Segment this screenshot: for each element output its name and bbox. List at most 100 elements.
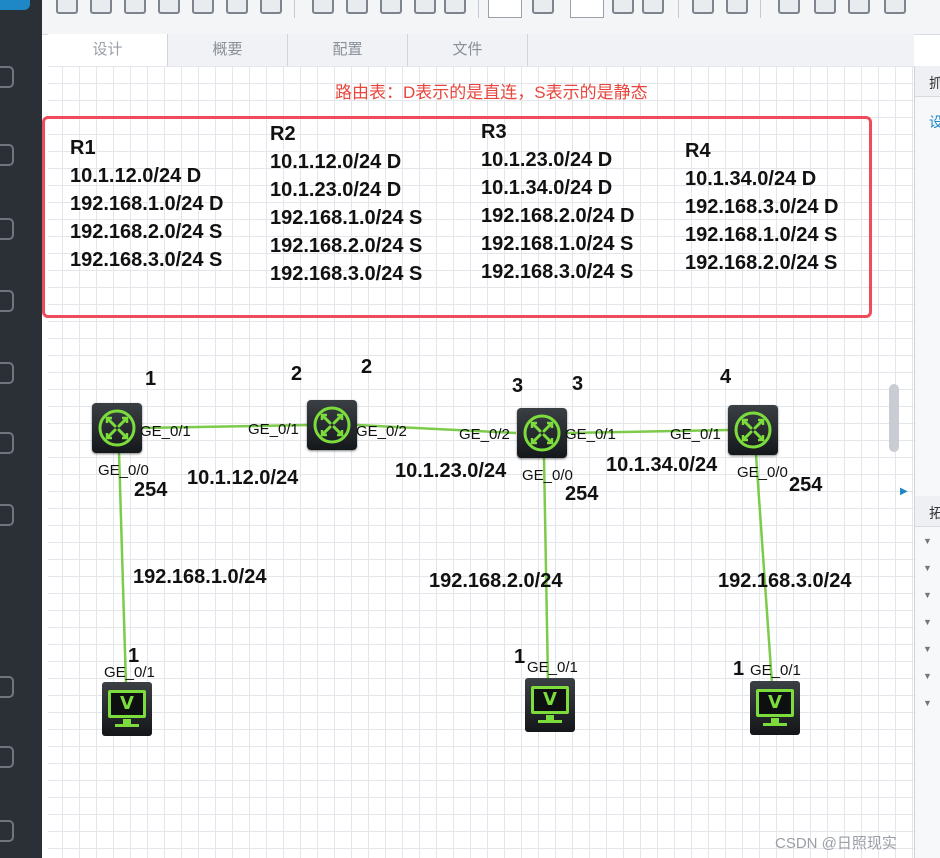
open-icon[interactable] [90,0,112,14]
router-r4[interactable] [728,405,778,455]
camera-icon[interactable] [884,0,906,14]
info-icon[interactable] [0,746,14,768]
network-label: 192.168.1.0/24 [133,566,267,588]
router-r2[interactable] [307,400,357,450]
network-label: 192.168.3.0/24 [718,570,852,592]
chevron-down-icon[interactable]: ▼ [923,698,932,708]
canvas-scrollbar[interactable] [889,384,899,452]
device-icon[interactable] [0,66,14,88]
route-entry: 192.168.1.0/24 S [481,233,634,255]
expand-icon[interactable] [0,144,14,166]
undo-icon[interactable] [226,0,248,14]
image-icon[interactable] [444,0,466,14]
pc-3[interactable]: V [750,681,800,735]
router-r3[interactable] [517,408,567,458]
settings-icon[interactable] [532,0,554,14]
route-table-box [42,116,872,318]
stop-icon[interactable] [726,0,748,14]
route-entry: 10.1.12.0/24 D [270,151,402,173]
route-table-r4: R4 10.1.34.0/24 D 192.168.3.0/24 D 192.1… [685,137,838,277]
capture-panel-header[interactable]: 抓 [915,66,940,97]
pc-mark: V [543,689,557,710]
port-label: GE_0/1 [750,662,801,679]
route-entry: 192.168.1.0/24 S [685,224,838,246]
tab-config[interactable]: 配置 [288,34,408,66]
align-down-icon[interactable] [380,0,402,14]
pc-icon: V [756,689,794,717]
network-label: 10.1.12.0/24 [187,467,299,489]
network-label: 10.1.34.0/24 [606,454,718,476]
zoom-in-icon[interactable] [612,0,634,14]
link-icon[interactable] [312,0,334,14]
chevron-down-icon[interactable]: ▼ [923,536,932,546]
network-label: 192.168.2.0/24 [429,570,563,592]
home-icon[interactable] [0,676,14,698]
route-table-title: R1 [70,137,96,159]
fit-icon[interactable] [692,0,714,14]
layers-icon[interactable] [346,0,368,14]
arrow-icon[interactable] [0,218,14,240]
port-label: GE_0/1 [140,423,191,440]
router-icon [313,406,351,444]
app-logo[interactable] [0,0,30,10]
monitor-icon[interactable] [0,504,14,526]
capture-icon[interactable] [488,0,522,18]
port-label: GE_0/1 [104,664,155,681]
port-label: GE_0/1 [670,426,721,443]
panel-collapse-icon[interactable]: ▶ [900,486,908,497]
chevron-down-icon[interactable]: ▼ [923,590,932,600]
new-icon[interactable] [56,0,78,14]
tab-design[interactable]: 设计 [48,34,168,66]
book-icon[interactable] [0,432,14,454]
route-entry: 192.168.3.0/24 S [70,249,223,271]
port-label: GE_0/1 [565,426,616,443]
save-as-icon[interactable] [158,0,180,14]
tab-summary[interactable]: 概要 [168,34,288,66]
host-number: 254 [565,483,599,505]
route-entry: 10.1.12.0/24 D [70,165,202,187]
shield-icon[interactable] [0,290,14,312]
pc-2[interactable]: V [525,678,575,732]
router-icon [98,409,136,447]
trophy-icon[interactable] [0,820,14,842]
route-entry: 192.168.3.0/24 S [270,263,423,285]
router-r1[interactable] [92,403,142,453]
host-number: 3 [572,373,584,395]
route-entry: 10.1.34.0/24 D [685,168,817,190]
export-icon[interactable] [192,0,214,14]
pc-base [538,720,562,723]
route-entry: 192.168.2.0/24 S [270,235,423,257]
add-node-icon[interactable] [814,0,836,14]
edit-icon[interactable] [260,0,282,14]
grid-icon[interactable] [570,0,604,18]
align-up-icon[interactable] [414,0,436,14]
host-number: 254 [134,479,168,501]
route-entry: 10.1.34.0/24 D [481,177,613,199]
chevron-down-icon[interactable]: ▼ [923,644,932,654]
settings-link[interactable]: 设 [929,114,940,130]
pc-1[interactable]: V [102,682,152,736]
route-table-title: R4 [685,140,711,162]
route-entry: 10.1.23.0/24 D [481,149,613,171]
save-icon[interactable] [124,0,146,14]
watermark: CSDN @日照现实 [775,835,897,852]
host-number: 2 [291,363,303,385]
circle-icon[interactable] [0,362,14,384]
toolbar-separator [478,0,479,18]
host-number: 1 [145,368,157,390]
add-link-icon[interactable] [848,0,870,14]
add-device-icon[interactable] [778,0,800,14]
route-note: 路由表：D表示的是直连，S表示的是静态 [335,83,648,102]
route-table-r1: R1 10.1.12.0/24 D 192.168.1.0/24 D 192.1… [70,134,223,274]
chevron-down-icon[interactable]: ▼ [923,563,932,573]
topology-panel-header[interactable]: 拓 [915,496,940,527]
chevron-down-icon[interactable]: ▼ [923,671,932,681]
zoom-out-icon[interactable] [642,0,664,14]
tab-files[interactable]: 文件 [408,34,528,66]
toolbar-separator [760,0,761,18]
tab-bar: 设计 概要 配置 文件 [48,34,914,67]
port-label: GE_0/1 [527,659,578,676]
pc-stand [546,715,554,720]
chevron-down-icon[interactable]: ▼ [923,617,932,627]
right-panel: 抓 设 拓 ▼ ▼ ▼ ▼ ▼ ▼ ▼ [914,66,940,858]
